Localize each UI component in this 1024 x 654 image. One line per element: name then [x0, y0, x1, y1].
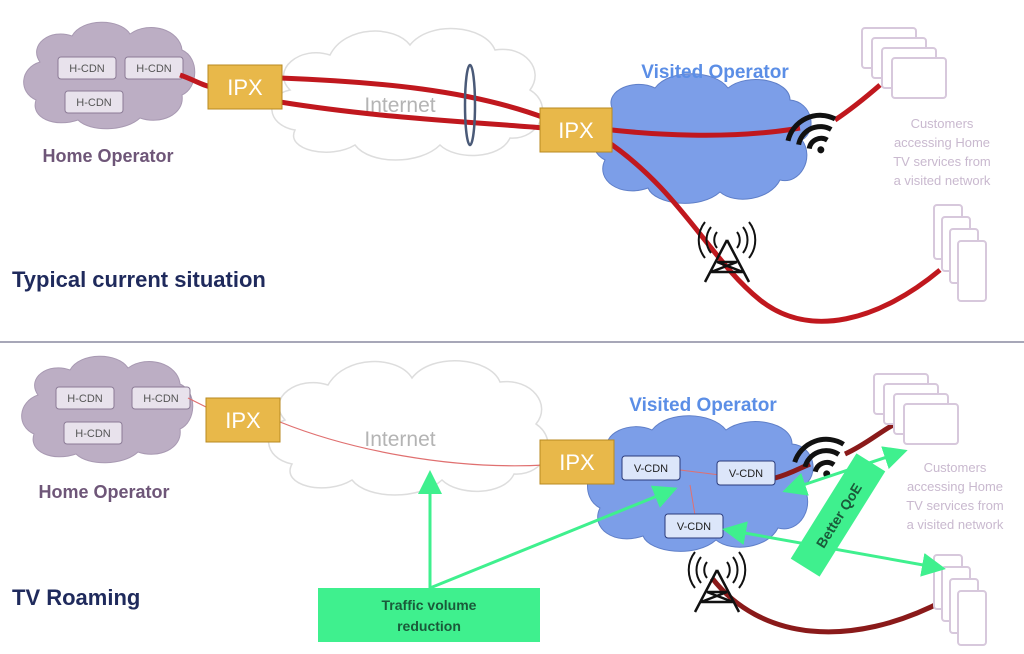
traffic-line: Traffic volume [382, 597, 477, 613]
arrow-to-vcdn [429, 485, 678, 590]
customers-text: Customers accessing Home TV services fro… [893, 116, 991, 188]
section-caption: TV Roaming [12, 585, 140, 610]
customers-line: Customers [911, 116, 974, 131]
vcdn-label: V-CDN [729, 468, 763, 480]
traffic-line: reduction [397, 618, 461, 634]
wifi-icon [785, 112, 837, 154]
home-operator-label: Home Operator [38, 482, 169, 502]
tablet-stack-icon [873, 373, 959, 445]
hcdn-box [64, 90, 124, 114]
traffic-volume-box [318, 588, 540, 642]
link-ipx-wifi [594, 125, 801, 138]
hcdn-box [55, 386, 115, 410]
ipx-box [539, 107, 613, 153]
tunnel-ring [463, 63, 477, 147]
internet-label: Internet [364, 94, 435, 117]
customers-line: Customers [924, 460, 987, 475]
customers-line: a visited network [907, 517, 1004, 532]
hcdn-label: H-CDN [136, 63, 171, 75]
bottom-section: Internet H-CDN H-CDN H-CDN Home Operator… [12, 355, 1004, 646]
customers-text: Customers accessing Home TV services fro… [906, 460, 1004, 532]
link-tower-mobile [710, 576, 947, 635]
hcdn-label: H-CDN [76, 97, 111, 109]
link-ipx-ipx-thin [279, 421, 546, 467]
home-operator-cloud [21, 355, 194, 464]
ipx-label: IPX [225, 408, 261, 433]
link-wifi-tablet [833, 83, 882, 123]
section-caption: Typical current situation [12, 267, 266, 292]
ipx-label: IPX [558, 118, 594, 143]
vcdn-label: V-CDN [677, 521, 711, 533]
ipx-label: IPX [227, 75, 263, 100]
ipx-box [539, 439, 615, 485]
customers-line: accessing Home [907, 479, 1003, 494]
cell-tower-icon [697, 221, 757, 283]
link-ipx-ipx-upper [279, 75, 546, 121]
ipx-box [207, 64, 283, 110]
vcdn-box [621, 455, 681, 481]
link-ipx-tower-mobile [603, 137, 942, 324]
hcdn-label: H-CDN [69, 63, 104, 75]
vcdn-box [716, 460, 776, 486]
arrow-vcdn-tablet [782, 446, 908, 496]
phone-stack-icon [933, 204, 987, 302]
visited-operator-label: Visited Operator [629, 395, 777, 416]
internet-label: Internet [364, 428, 435, 451]
home-operator-label: Home Operator [42, 146, 173, 166]
phone-stack-icon [933, 554, 987, 646]
tablet-stack-icon [861, 27, 947, 99]
link-vcdn-internal [679, 469, 721, 516]
hcdn-box [131, 386, 191, 410]
hcdn-box [124, 56, 184, 80]
hcdn-box [63, 421, 123, 445]
ipx-box [205, 397, 281, 443]
hcdn-label: H-CDN [143, 393, 178, 405]
customers-line: TV services from [893, 154, 991, 169]
hcdn-box [57, 56, 117, 80]
hcdn-label: H-CDN [67, 393, 102, 405]
vcdn-label: V-CDN [634, 463, 668, 475]
ipx-label: IPX [559, 450, 595, 475]
link-ipx-ipx-lower [279, 99, 546, 131]
visited-operator-label: Visited Operator [641, 62, 789, 83]
hcdn-label: H-CDN [75, 428, 110, 440]
customers-line: a visited network [894, 173, 991, 188]
visited-operator-cloud [587, 415, 814, 552]
visited-operator-cloud [591, 73, 812, 204]
customers-line: accessing Home [894, 135, 990, 150]
link-wifi-tablet [843, 422, 895, 457]
customers-line: TV services from [906, 498, 1004, 513]
top-section: Internet H-CDN H-CDN H-CDN Home Operator… [12, 21, 991, 324]
